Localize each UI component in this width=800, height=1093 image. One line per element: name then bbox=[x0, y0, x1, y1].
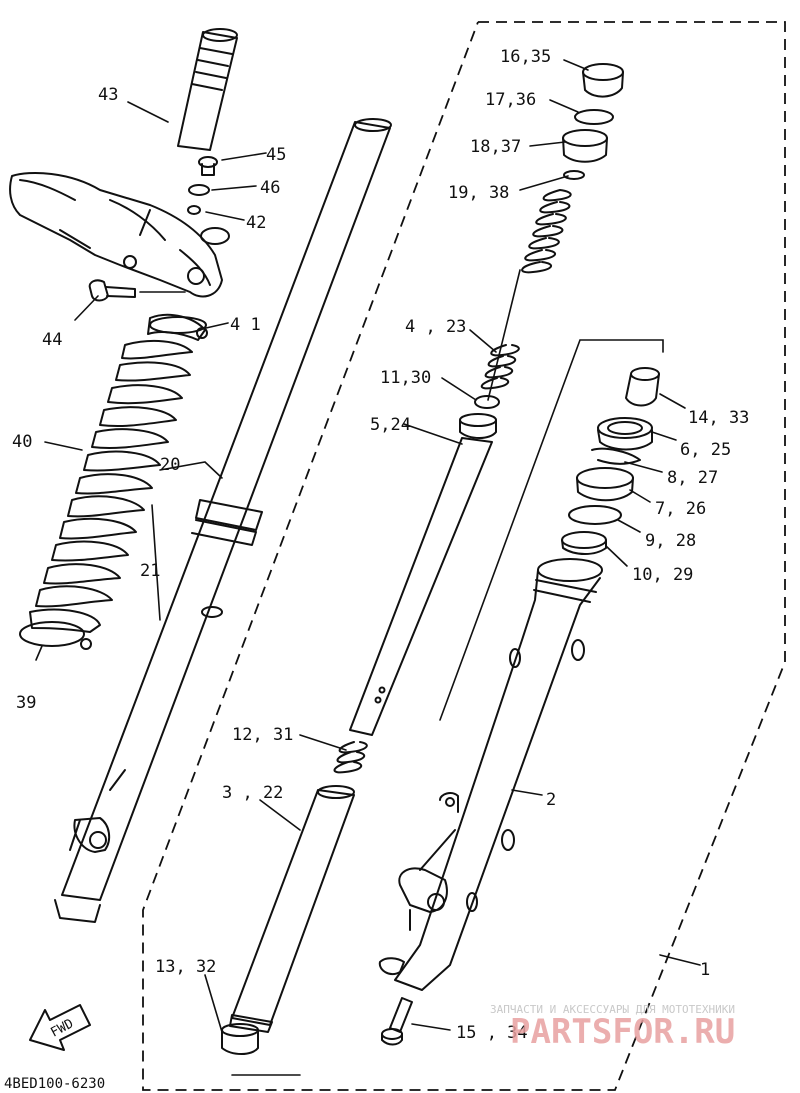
callout-6: 6, 25 bbox=[680, 440, 731, 460]
band-41 bbox=[149, 316, 208, 339]
fork-spring-main bbox=[480, 189, 572, 401]
callout-8: 8, 27 bbox=[667, 468, 718, 488]
washer-46 bbox=[188, 184, 210, 196]
circlip-17 bbox=[574, 109, 614, 125]
callout-15: 15 , 34 bbox=[456, 1023, 528, 1043]
watermark: ЗАПЧАСТИ И АКСЕССУАРЫ ДЛЯ МОТОТЕХНИКИ PA… bbox=[490, 1003, 735, 1052]
inner-tube-21 bbox=[54, 118, 392, 923]
callout-42: 42 bbox=[246, 213, 266, 233]
collar-14 bbox=[625, 367, 660, 407]
fwd-arrow-icon: FWD bbox=[29, 1004, 91, 1051]
callout-13: 13, 32 bbox=[155, 957, 216, 977]
callout-41: 4 1 bbox=[230, 315, 261, 335]
callout-14: 14, 33 bbox=[688, 408, 749, 428]
damper-cylinder-3 bbox=[229, 785, 355, 1033]
oil-seal-7 bbox=[576, 467, 634, 502]
callout-20: 20 bbox=[160, 455, 180, 475]
callout-5: 5,24 bbox=[370, 415, 411, 435]
ring-11 bbox=[474, 395, 500, 409]
callout-7: 7, 26 bbox=[655, 499, 706, 519]
callout-11: 11,30 bbox=[380, 368, 431, 388]
dust-boot-40 bbox=[29, 313, 206, 633]
assembly-boundary bbox=[142, 21, 786, 1091]
bolt-45 bbox=[198, 156, 218, 176]
callout-43: 43 bbox=[98, 85, 118, 105]
leader-lines bbox=[35, 59, 701, 1033]
callout-4: 4 , 23 bbox=[405, 317, 466, 337]
steering-stem bbox=[177, 28, 238, 151]
dust-seal-6 bbox=[597, 417, 653, 451]
callout-40: 40 bbox=[12, 432, 32, 452]
band-39 bbox=[19, 621, 92, 650]
callout-labels: 43 45 46 42 44 4 1 40 20 21 39 16,35 17,… bbox=[12, 47, 749, 1043]
rebound-spring-12 bbox=[333, 741, 368, 774]
bushing-10 bbox=[561, 531, 607, 555]
callout-1: 1 bbox=[700, 960, 710, 980]
bolt-15 bbox=[381, 997, 413, 1046]
callout-2: 2 bbox=[546, 790, 556, 810]
callout-3: 3 , 22 bbox=[222, 783, 283, 803]
callout-9: 9, 28 bbox=[645, 531, 696, 551]
spacer-18 bbox=[562, 129, 608, 163]
damper-rod-5 bbox=[349, 413, 497, 736]
callout-46: 46 bbox=[260, 178, 280, 198]
callout-16: 16,35 bbox=[500, 47, 551, 67]
outer-tube-2 bbox=[378, 558, 603, 991]
collar-42 bbox=[187, 205, 230, 245]
watermark-brand: PARTSFOR.RU bbox=[510, 1012, 735, 1052]
callout-21: 21 bbox=[140, 561, 160, 581]
callout-19: 19, 38 bbox=[448, 183, 509, 203]
callout-12: 12, 31 bbox=[232, 725, 293, 745]
callout-17: 17,36 bbox=[485, 90, 536, 110]
callout-10: 10, 29 bbox=[632, 565, 693, 585]
under-bracket bbox=[9, 171, 223, 298]
clip-8 bbox=[591, 447, 641, 465]
callout-44: 44 bbox=[42, 330, 62, 350]
callout-45: 45 bbox=[266, 145, 286, 165]
washer-19 bbox=[563, 170, 585, 180]
callout-39: 39 bbox=[16, 693, 36, 713]
outer-tube-group-boundary bbox=[231, 339, 664, 1076]
fwd-label: FWD bbox=[48, 1016, 76, 1040]
watermark-tagline: ЗАПЧАСТИ И АКСЕССУАРЫ ДЛЯ МОТОТЕХНИКИ bbox=[490, 1003, 735, 1016]
cap-16 bbox=[582, 63, 624, 98]
diagram-code: 4BED100-6230 bbox=[4, 1076, 105, 1092]
washer-9 bbox=[568, 505, 622, 525]
callout-18: 18,37 bbox=[470, 137, 521, 157]
